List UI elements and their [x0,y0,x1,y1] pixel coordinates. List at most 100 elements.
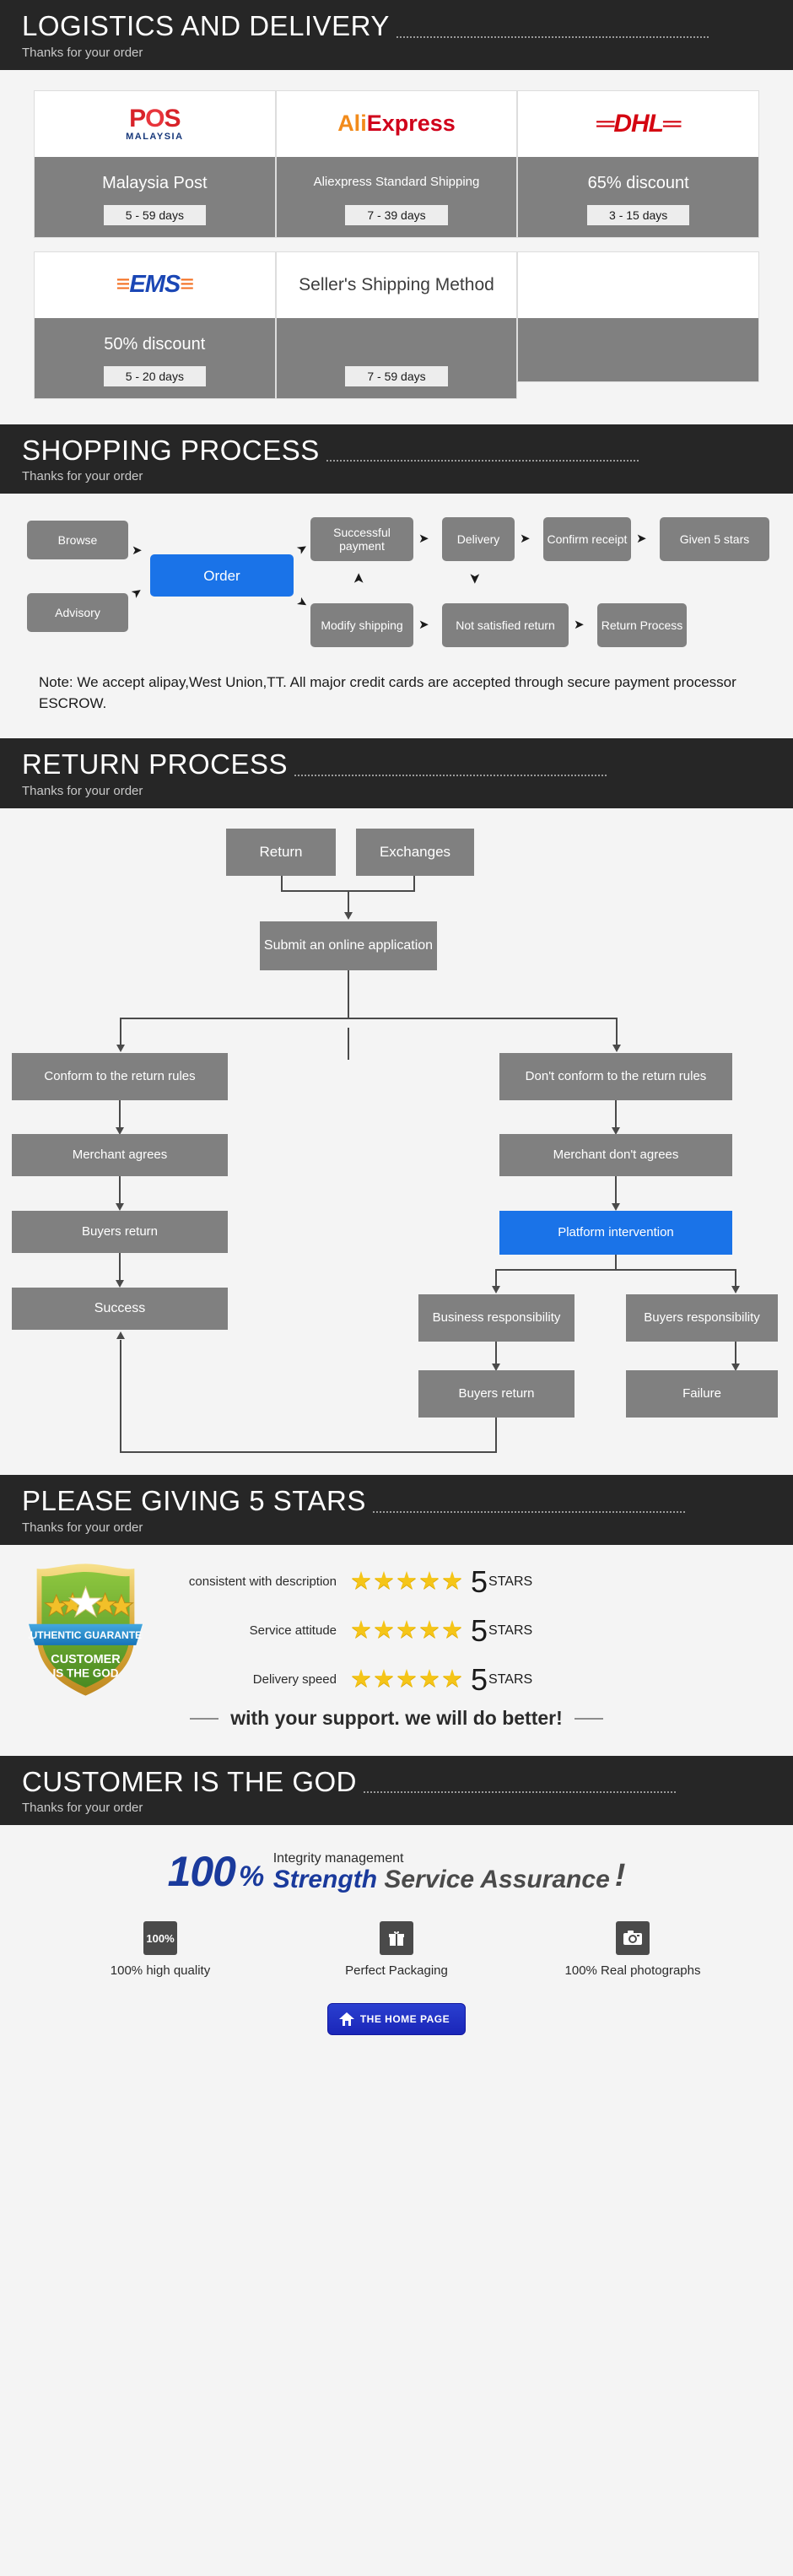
shipping-name: 65% discount [587,173,689,192]
shipping-days: 7 - 39 days [345,204,448,225]
shipping-days: 3 - 15 days [587,204,690,225]
flow-box-buyers-return-right[interactable]: Buyers return [418,1369,575,1418]
flow-box-not-satisfied-return[interactable]: Not satisfied return [442,603,569,648]
home-page-button[interactable]: THE HOME PAGE [326,2003,467,2036]
connector [495,1268,497,1288]
rating-label: Delivery speed [252,1672,337,1688]
feature-high-quality: 100% 100% high quality [67,1921,253,1978]
arrow-icon: ➤ [636,532,647,547]
rating-row: consistent with description ★★★★★ 5 STAR… [181,1560,763,1604]
home-button-wrap: THE HOME PAGE [0,2003,793,2036]
flow-box-exchanges[interactable]: Exchanges [356,828,474,876]
flow-box-delivery[interactable]: Delivery [442,517,515,562]
arrow-icon [492,1363,500,1371]
arrow-icon: ➤ [350,572,367,585]
section-subtitle: Thanks for your order [22,469,143,484]
table-row: POS MALAYSIA Malaysia Post 5 - 59 days [34,89,759,238]
flow-box-success[interactable]: Success [12,1287,228,1330]
shipping-methods-table: POS MALAYSIA Malaysia Post 5 - 59 days [0,69,793,424]
flow-box-merchant-agrees[interactable]: Merchant agrees [12,1133,228,1176]
arrow-icon [116,1202,124,1211]
flow-box-failure[interactable]: Failure [626,1369,778,1418]
return-process-flowchart: Return Exchanges Submit an online applic… [0,807,793,1475]
flow-box-confirm-receipt[interactable]: Confirm receipt [543,517,631,562]
feature-real-photos: 100% Real photographs [540,1921,726,1978]
connector [495,1341,497,1365]
flow-box-modify-shipping[interactable]: Modify shipping [310,603,413,648]
arrow-icon [116,1044,125,1052]
shipping-name: Aliexpress Standard Shipping [313,175,480,190]
rating-row: Service attitude ★★★★★ 5 STARS [181,1609,763,1653]
connector [735,1268,736,1288]
shipping-card-aliexpress[interactable]: AliExpress Aliexpress Standard Shipping … [275,89,518,238]
connector [348,889,349,913]
home-button-label: THE HOME PAGE [359,2013,450,2026]
slogan-strength: Strength [272,1866,378,1894]
section-header-logistics: LOGISTICS AND DELIVERY Thanks for your o… [0,0,793,70]
rating-unit: STARS [488,1574,533,1589]
gift-box-icon [380,1921,413,1956]
section-title: CUSTOMER IS THE GOD [22,1765,357,1797]
flow-box-conform-rules[interactable]: Conform to the return rules [12,1052,228,1100]
connector [281,875,283,891]
flow-box-advisory[interactable]: Advisory [27,593,128,633]
rating-label: consistent with description [188,1574,337,1590]
flow-box-submit-application[interactable]: Submit an online application [260,921,437,970]
arrow-icon [492,1285,500,1293]
section-header-god: CUSTOMER IS THE GOD Thanks for your orde… [0,1755,793,1826]
section-title: RETURN PROCESS [22,748,289,780]
connector [615,1175,617,1205]
section-subtitle: Thanks for your order [22,45,143,60]
flow-box-merchant-dont-agrees[interactable]: Merchant don't agrees [499,1133,732,1176]
rating-list: consistent with description ★★★★★ 5 STAR… [181,1560,763,1707]
connector [348,1027,349,1060]
shipping-days: 5 - 59 days [103,204,206,225]
dotted-rule [396,35,709,38]
connector [615,1254,617,1270]
connector [119,1252,121,1282]
shopping-process-flowchart: Browse Advisory ➤ ➤ Order ➤ ➤ Successful… [0,494,793,739]
flow-box-return[interactable]: Return [226,828,336,876]
section-subtitle: Thanks for your order [22,1801,143,1816]
payment-note: Note: We accept alipay,West Union,TT. Al… [39,674,736,711]
flow-box-browse[interactable]: Browse [27,521,128,560]
shipping-days: 5 - 20 days [103,365,206,386]
connector [413,875,415,891]
flow-box-buyers-responsibility[interactable]: Buyers responsibility [626,1293,778,1342]
shipping-card-sellers-method[interactable]: Seller's Shipping Method 7 - 59 days [275,251,518,399]
slogan-hundred: 100 [167,1848,236,1896]
rating-score: 5 [471,1563,488,1599]
section-subtitle: Thanks for your order [22,783,143,798]
section-title: LOGISTICS AND DELIVERY [22,10,390,41]
section-header-shopping: SHOPPING PROCESS Thanks for your order [0,424,793,494]
shipping-card-dhl[interactable]: ═DHL═ 65% discount 3 - 15 days [517,89,759,238]
arrow-icon [344,911,353,920]
rating-score: 5 [471,1661,488,1697]
section-header-return: RETURN PROCESS Thanks for your order [0,738,793,808]
flow-box-platform-intervention[interactable]: Platform intervention [499,1210,732,1255]
percent-100-icon: 100% [143,1921,177,1956]
dotted-rule [364,1791,676,1794]
flow-box-dont-conform-rules[interactable]: Don't conform to the return rules [499,1052,732,1100]
arrow-icon: ➤ [294,594,311,613]
flow-box-given-5-stars[interactable]: Given 5 stars [660,517,769,562]
dotted-rule [372,1510,685,1513]
connector [615,1099,617,1129]
flow-box-buyers-return-left[interactable]: Buyers return [12,1210,228,1253]
shipping-card-malaysia-post[interactable]: POS MALAYSIA Malaysia Post 5 - 59 days [34,89,276,238]
assurance-section: 100% Integrity management Strength Servi… [0,1825,793,2065]
flow-box-return-process[interactable]: Return Process [597,603,687,648]
flow-box-order[interactable]: Order [150,554,294,597]
product-description-page: LOGISTICS AND DELIVERY Thanks for your o… [0,0,793,2065]
arrow-icon: ➤ [520,532,531,547]
support-text: with your support. we will do better! [230,1706,563,1729]
flow-box-business-responsibility[interactable]: Business responsibility [418,1293,575,1342]
arrow-icon [731,1363,740,1371]
slogan-exclamation: ! [614,1858,626,1894]
shipping-card-ems[interactable]: ≡EMS≡ 50% discount 5 - 20 days [34,251,276,399]
house-icon [338,2012,355,2027]
sellers-method-text: Seller's Shipping Method [276,251,517,318]
flow-box-successful-payment[interactable]: Successful payment [310,517,413,562]
arrow-icon [612,1044,621,1052]
dotted-rule [294,774,607,776]
